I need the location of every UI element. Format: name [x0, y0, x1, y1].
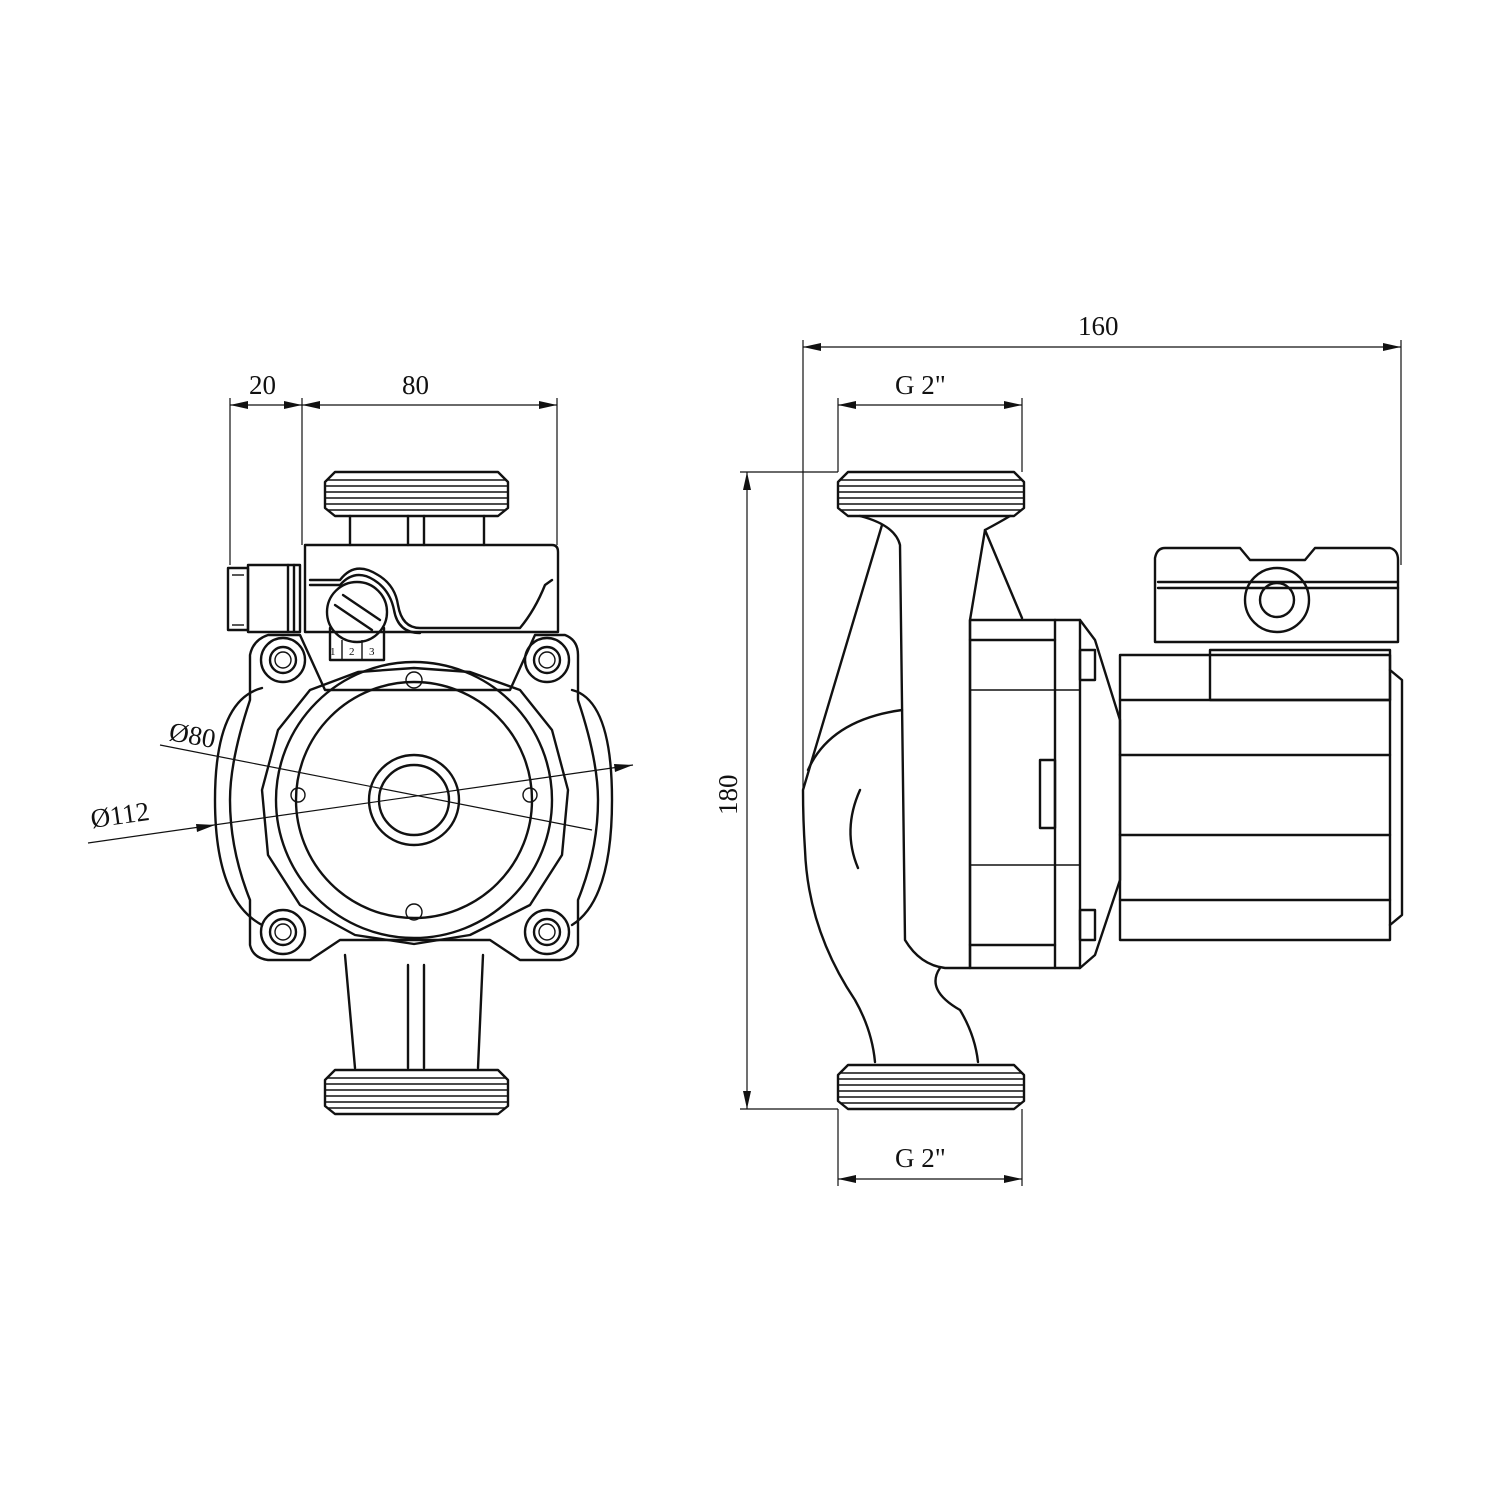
- front-top-thread: [323, 470, 510, 547]
- dim-thread-top: [837, 398, 1023, 472]
- speed-selector-knob: [325, 580, 389, 662]
- mounting-bolt-tl: [259, 636, 307, 684]
- speed-position-1: 1: [330, 646, 336, 658]
- front-cable-gland: [226, 563, 302, 634]
- dim-label-thread-bottom: G 2": [895, 1143, 946, 1173]
- side-pump-housing: [801, 514, 1024, 1064]
- dim-diameters: [87, 744, 634, 844]
- speed-position-3: 3: [369, 646, 375, 658]
- dim-label-20: 20: [249, 370, 276, 400]
- motor-face: [260, 660, 570, 946]
- dim-label-thread-top: G 2": [895, 370, 946, 400]
- front-flange: [213, 633, 614, 962]
- dim-label-180: 180: [713, 775, 743, 816]
- dim-side-height: [740, 471, 838, 1110]
- side-top-thread: [836, 470, 1026, 518]
- speed-position-2: 2: [349, 646, 355, 658]
- side-view: 160 G 2" G 2" 180: [713, 311, 1404, 1186]
- front-bottom-thread: [323, 953, 510, 1116]
- front-view: 1 2 3: [87, 370, 634, 1116]
- dim-label-diameter-112: Ø112: [89, 796, 152, 834]
- dim-side-length: [802, 340, 1402, 790]
- mounting-bolt-tr: [523, 636, 571, 684]
- dim-front-width: [229, 398, 558, 565]
- mounting-bolt-bl: [259, 908, 307, 956]
- front-terminal-box: [303, 543, 560, 635]
- dim-thread-bottom: [837, 1109, 1023, 1186]
- side-motor: [1118, 648, 1404, 942]
- dim-label-80: 80: [402, 370, 429, 400]
- side-flange-block: [968, 618, 1122, 970]
- side-bottom-thread: [836, 1063, 1026, 1111]
- mounting-bolt-br: [523, 908, 571, 956]
- dim-label-160: 160: [1078, 311, 1119, 341]
- side-terminal-box: [1153, 546, 1400, 644]
